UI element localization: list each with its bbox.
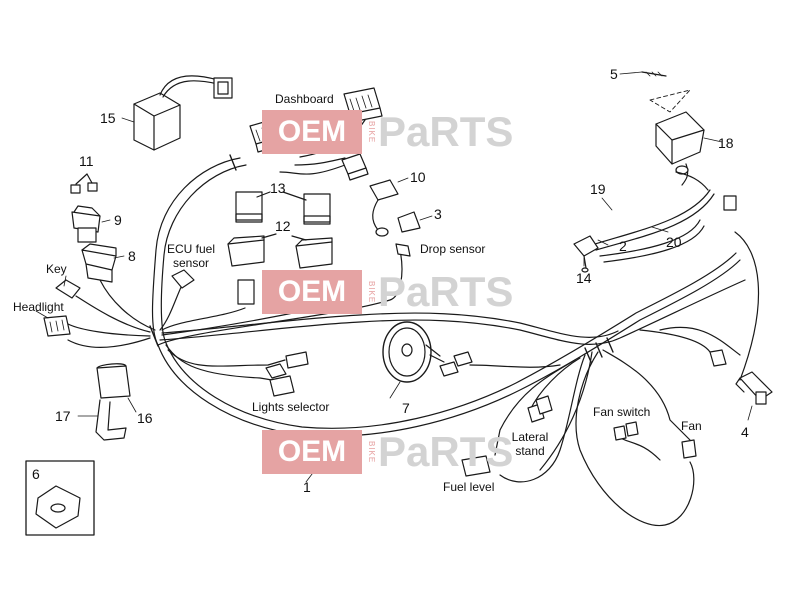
clip-item-6-box <box>25 460 95 536</box>
callout-19: 19 <box>590 181 606 197</box>
module-15 <box>133 75 233 151</box>
harness-connectors <box>171 269 473 397</box>
callout-1: 1 <box>303 479 311 495</box>
fuses-relays-left <box>70 173 117 283</box>
callout-20: 20 <box>666 234 682 250</box>
drop-sensor-group <box>369 179 421 257</box>
callout-8: 8 <box>128 248 136 264</box>
callout-17: 17 <box>55 408 71 424</box>
hoses-19-20 <box>573 171 715 273</box>
label-fan: Fan <box>681 419 702 433</box>
callout-2: 2 <box>619 238 627 254</box>
label-fuel-level: Fuel level <box>443 480 495 494</box>
switch-item-4 <box>723 195 773 405</box>
callout-18: 18 <box>718 135 734 151</box>
callout-12: 12 <box>275 218 291 234</box>
callout-4: 4 <box>741 424 749 440</box>
fuel-lateral-connectors <box>461 395 553 477</box>
label-fan-switch: Fan switch <box>593 405 651 419</box>
bracket-holder <box>95 363 131 441</box>
label-lateral-stand-line2: stand <box>515 444 545 458</box>
label-lights-selector: Lights selector <box>252 400 330 414</box>
relay-item-18 <box>641 71 705 186</box>
label-ecu-fuel-sensor-line1: ECU fuel <box>166 242 216 256</box>
callout-7: 7 <box>402 400 410 416</box>
label-ecu-fuel-sensor-line2: sensor <box>172 256 210 270</box>
callout-6: 6 <box>32 466 40 482</box>
fan-connectors <box>613 349 727 459</box>
key-headlight-connectors <box>43 279 81 337</box>
callout-5: 5 <box>610 66 618 82</box>
callout-13: 13 <box>270 180 286 196</box>
label-key: Key <box>46 262 67 276</box>
callout-10: 10 <box>410 169 426 185</box>
callout-15: 15 <box>100 110 116 126</box>
callout-9: 9 <box>114 212 122 228</box>
label-dashboard: Dashboard <box>275 92 334 106</box>
callout-14: 14 <box>576 270 592 286</box>
horn <box>382 321 445 383</box>
relays-13-12 <box>227 191 333 269</box>
label-lateral-stand-line1: Lateral <box>511 430 549 444</box>
label-headlight: Headlight <box>13 300 64 314</box>
label-drop-sensor: Drop sensor <box>420 242 486 256</box>
callout-11: 11 <box>79 153 94 169</box>
callout-16: 16 <box>137 410 153 426</box>
callout-3: 3 <box>434 206 442 222</box>
